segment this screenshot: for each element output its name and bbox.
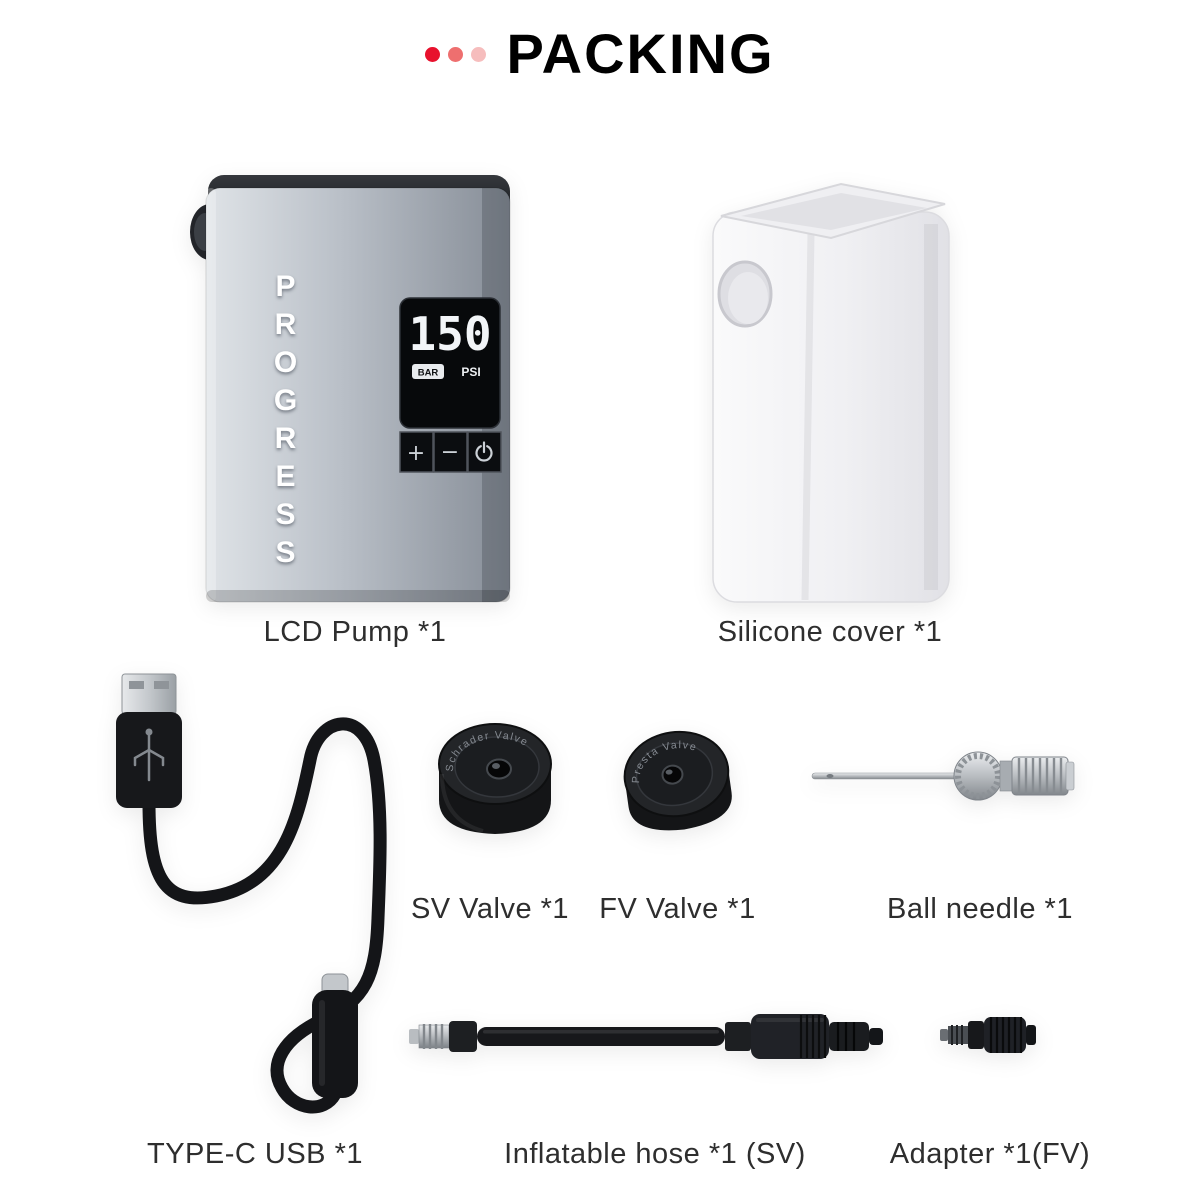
pump-left-highlight	[206, 188, 216, 602]
needle-hole	[826, 774, 834, 778]
adapter-threads	[951, 1025, 963, 1045]
usb-cable-cord	[142, 717, 387, 1114]
silicone-cover-image	[695, 172, 965, 612]
adapter-collar	[968, 1021, 984, 1049]
usb-cable-graphic	[116, 673, 387, 1114]
ball-needle-graphic	[811, 751, 1075, 801]
label-type-c-usb: TYPE-C USB *1	[147, 1138, 363, 1170]
minus-icon: −	[441, 440, 459, 465]
ball-needle-image	[800, 745, 1080, 809]
usb-trident-icon	[133, 728, 165, 782]
label-silicone-cover: Silicone cover *1	[717, 616, 943, 648]
hose-tube	[477, 1027, 725, 1046]
needle-knurled-disc	[953, 751, 1003, 801]
hose-tip	[409, 1029, 419, 1044]
silicone-cover-graphic	[712, 182, 950, 603]
cover-opening	[741, 193, 927, 230]
hose-end-ridges	[836, 1022, 856, 1051]
cover-side-hole	[717, 260, 773, 328]
pump-brand-text: PROGRESS	[269, 270, 302, 574]
adapter-knurl	[989, 1017, 1023, 1053]
label-inflatable-hose: Inflatable hose *1 (SV)	[504, 1138, 806, 1170]
adapter-graphic	[940, 1017, 1036, 1053]
needle-shaft	[811, 772, 963, 780]
label-ball-needle: Ball needle *1	[887, 893, 1073, 925]
pump-unit-bar: BAR	[418, 368, 439, 379]
usb-cable-image	[98, 668, 398, 1138]
pump-display-value: 150	[408, 307, 491, 361]
page-title: PACKING	[506, 22, 775, 85]
pump-button-panel: + −	[399, 431, 502, 473]
header: PACKING	[0, 26, 1200, 82]
adapter-end-nub	[1026, 1025, 1036, 1045]
sv-valve-glint	[492, 763, 500, 769]
hose-threads	[422, 1024, 444, 1049]
sv-valve-graphic: Schrader Valve	[438, 723, 552, 834]
label-sv-valve: SV Valve *1	[410, 893, 570, 925]
lcd-pump-image: 150 BAR PSI + − PROGRESS	[190, 158, 520, 618]
sv-valve-sheen	[440, 773, 484, 833]
label-fv-valve: FV Valve *1	[599, 893, 756, 925]
dot-icon	[471, 46, 487, 62]
adapter-tip	[940, 1029, 948, 1041]
pump-lcd-screen: 150 BAR PSI	[399, 297, 501, 429]
pump-unit-psi: PSI	[461, 365, 480, 379]
needle-collar	[999, 760, 1013, 792]
hose-tube-highlight	[483, 1030, 719, 1034]
fv-valve-image: Presta Valve	[607, 716, 747, 841]
power-icon	[475, 441, 493, 462]
dot-icon	[425, 46, 441, 62]
fv-valve-graphic: Presta Valve	[623, 730, 732, 831]
sv-valve-image: Schrader Valve	[425, 712, 565, 847]
dot-icon	[448, 46, 464, 62]
needle-threads	[1017, 758, 1063, 794]
adapter-image	[938, 1006, 1038, 1064]
needle-end-cap	[1065, 761, 1075, 791]
needle-knurl-ridges	[955, 753, 1001, 799]
inflatable-hose-graphic	[409, 1014, 883, 1059]
fv-valve-glint	[665, 769, 673, 775]
hose-right-collar	[725, 1022, 751, 1051]
header-dots	[425, 46, 487, 62]
sv-valve-hole	[486, 758, 512, 780]
lcd-pump-graphic: 150 BAR PSI + −	[190, 175, 511, 603]
hose-left-collar	[449, 1021, 477, 1052]
hose-barrel	[751, 1014, 829, 1059]
usb-c-connector	[312, 973, 358, 1098]
pump-plus-button	[399, 431, 434, 473]
hose-end-nub	[869, 1028, 883, 1045]
pump-body	[205, 187, 511, 603]
usb-a-connector	[116, 673, 182, 808]
hose-knurl	[799, 1015, 827, 1058]
pump-unit-box	[412, 364, 444, 379]
inflatable-hose-image	[405, 1000, 905, 1072]
cover-corner-edge	[801, 233, 815, 601]
pump-bottom-edge	[206, 590, 510, 602]
label-lcd-pump: LCD Pump *1	[263, 616, 447, 648]
hose-end-fitting	[829, 1022, 869, 1051]
pump-minus-button	[433, 431, 468, 473]
label-adapter: Adapter *1(FV)	[889, 1138, 1091, 1170]
plus-icon: +	[407, 441, 425, 466]
